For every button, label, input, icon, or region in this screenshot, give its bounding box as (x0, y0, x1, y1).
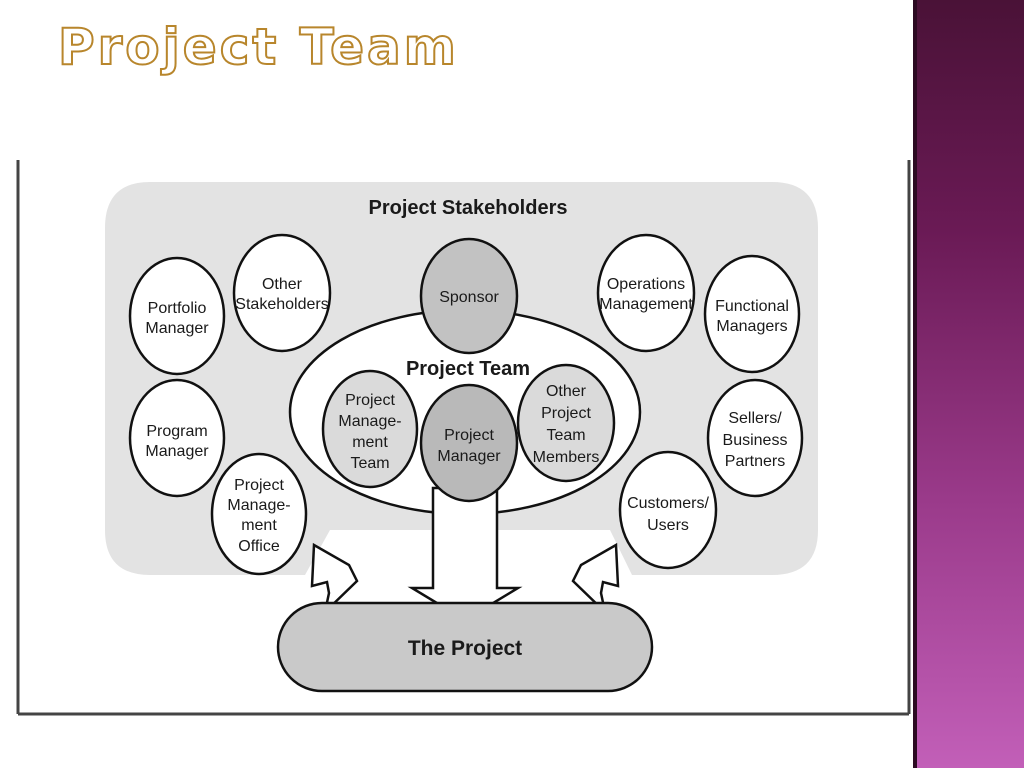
svg-text:Operations: Operations (607, 276, 685, 293)
svg-text:Portfolio: Portfolio (148, 300, 207, 317)
node-project-management-office: Project Manage- ment Office (210, 452, 308, 576)
svg-text:Manage-: Manage- (227, 497, 290, 514)
svg-text:Project: Project (541, 405, 591, 422)
project-team-label: Project Team (406, 358, 530, 380)
the-project-box (276, 601, 654, 693)
node-program-manager: Program Manager (128, 378, 226, 498)
svg-text:ment: ment (241, 517, 277, 534)
svg-text:Program: Program (146, 423, 207, 440)
svg-text:Functional: Functional (715, 298, 789, 315)
node-operations-management: Operations Management (596, 233, 696, 353)
svg-text:Office: Office (238, 538, 280, 555)
svg-text:Manager: Manager (145, 443, 209, 460)
svg-text:Sellers/: Sellers/ (728, 410, 782, 427)
node-project-management-team: Project Manage- ment Team (321, 369, 419, 489)
svg-text:Manager: Manager (145, 320, 209, 337)
svg-text:Members: Members (533, 449, 600, 466)
svg-text:Management: Management (599, 296, 693, 313)
svg-text:Project: Project (345, 392, 395, 409)
svg-text:Managers: Managers (716, 318, 787, 335)
svg-text:ment: ment (352, 434, 388, 451)
svg-text:Other: Other (546, 383, 587, 400)
node-other-project-team-members: Other Project Team Members (516, 363, 616, 483)
side-decoration-band (913, 0, 1024, 768)
svg-text:Project: Project (444, 427, 494, 444)
svg-text:Manage-: Manage- (338, 413, 401, 430)
arrow-to-pmo (310, 542, 359, 616)
sponsor-label: Sponsor (439, 289, 499, 306)
svg-text:Team: Team (546, 427, 585, 444)
arrow-to-customers (571, 542, 620, 616)
node-portfolio-manager: Portfolio Manager (128, 256, 226, 376)
svg-text:Project: Project (234, 477, 284, 494)
node-project-manager: Project Manager (419, 383, 519, 503)
svg-text:Customers/: Customers/ (627, 495, 709, 512)
svg-text:Other: Other (262, 276, 303, 293)
svg-text:Business: Business (723, 432, 788, 449)
svg-text:Stakeholders: Stakeholders (235, 296, 328, 313)
the-project-label: The Project (408, 637, 522, 660)
node-functional-managers: Functional Managers (703, 254, 801, 374)
node-other-stakeholders: Other Stakeholders (232, 233, 332, 353)
node-sellers-business-partners: Sellers/ Business Partners (706, 378, 804, 498)
node-customers-users: Customers/ Users (618, 450, 718, 570)
slide-title: Project Team (57, 18, 459, 76)
node-sponsor: Sponsor (419, 237, 519, 355)
svg-text:Users: Users (647, 517, 689, 534)
stakeholders-label: Project Stakeholders (369, 197, 568, 219)
svg-text:Manager: Manager (437, 448, 501, 465)
svg-text:Team: Team (350, 455, 389, 472)
svg-text:Partners: Partners (725, 453, 785, 470)
